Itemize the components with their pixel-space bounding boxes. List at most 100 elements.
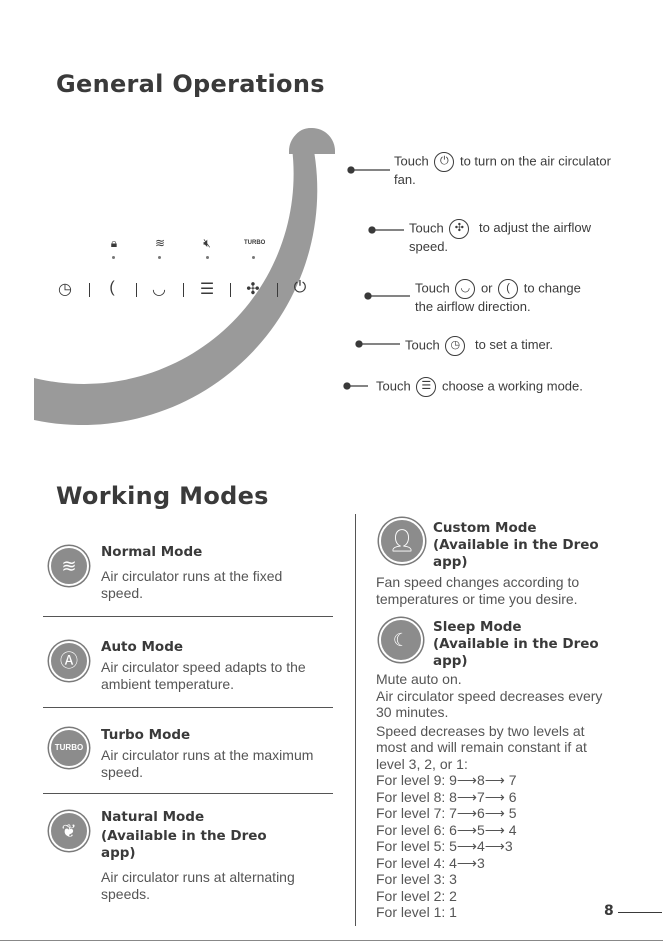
step-number-5: 5 <box>293 374 308 398</box>
callout-2-after: to adjust the airflow <box>478 220 591 236</box>
turbo-mode-text: Air circulator runs at the maximum speed… <box>101 747 313 781</box>
sleep-level-line: For level 7: 7⟶6⟶ 5 <box>376 805 517 821</box>
custom-mode-text: Fan speed changes according to temperatu… <box>376 574 579 607</box>
separator <box>89 283 90 297</box>
power-icon: ⏻ <box>434 152 455 172</box>
natural-mode-title-line: Natural Mode <box>101 809 205 825</box>
callout-lines <box>343 166 410 390</box>
callout-5-after: choose a working mode. <box>441 378 583 394</box>
custom-mode-text-line: Fan speed changes according to <box>376 574 580 590</box>
custom-mode-title: Custom Mode (Available in the Dreo app) <box>433 520 599 571</box>
power-button[interactable]: ⏻ <box>293 279 307 296</box>
custom-mode-title-line: (Available in the Dreo <box>433 537 599 553</box>
sleep-level-line: For level 1: 1 <box>376 904 457 920</box>
mode-divider <box>43 707 333 708</box>
page-number: 8 <box>604 903 614 919</box>
natural-mode-text-line: speeds. <box>101 886 151 902</box>
sleep-level-line: For level 9: 9⟶8⟶ 7 <box>376 772 517 788</box>
callout-4: Touch ◷ to set a timer. <box>405 336 553 356</box>
mode-divider <box>43 793 333 794</box>
callout-2: Touch ✣ to adjust the airflow speed. <box>409 219 591 255</box>
callout-5: Touch ☰ choose a working mode. <box>376 377 583 397</box>
normal-mode-title: Normal Mode <box>101 544 203 560</box>
callout-2-line2: speed. <box>409 239 449 254</box>
indicator-dot <box>252 256 255 259</box>
natural-mode-title-line: (Available in the Dreo <box>101 828 267 844</box>
callout-3-line2: the airflow direction. <box>415 299 531 314</box>
mode-divider <box>43 616 333 617</box>
auto-icon: Ⓐ <box>49 641 89 681</box>
auto-mode-text: Air circulator speed adapts to the ambie… <box>101 659 306 693</box>
footer-rule <box>0 940 663 941</box>
auto-mode-title: Auto Mode <box>101 639 184 655</box>
step-number-4: 4 <box>323 334 338 358</box>
callout-4-before: Touch <box>405 337 440 353</box>
sleep-text-line: 30 minutes. <box>376 704 449 720</box>
indicator-dot <box>206 256 209 259</box>
separator <box>136 283 137 297</box>
sleep-text-line: Air circulator speed decreases every <box>376 687 603 704</box>
oscillate-vertical-button[interactable]: ( <box>109 279 115 296</box>
lock-icon: 🔒︎ <box>110 236 118 250</box>
step-number-2: 2 <box>345 218 360 242</box>
section-title-general: General Operations <box>56 70 325 98</box>
sleep-mode-title-line: (Available in the Dreo <box>433 636 599 652</box>
oscillate-horizontal-icon: ◡ <box>455 279 476 299</box>
normal-mode-text-line: Air circulator runs at the fixed <box>101 568 283 584</box>
fan-speed-button[interactable]: ✣ <box>246 281 260 298</box>
sleep-text-line: level 3, 2, or 1: <box>376 755 468 772</box>
callout-1: Touch ⏻ to turn on the air circulator fa… <box>394 152 611 188</box>
separator <box>230 283 231 297</box>
step-number-3: 3 <box>341 284 356 308</box>
sleep-mode-title-line: app) <box>433 653 468 669</box>
sleep-level-line: For level 4: 4⟶3 <box>376 854 485 871</box>
turbo-icon: TURBO <box>49 728 89 768</box>
oscillate-horizontal-button[interactable]: ◡ <box>152 281 166 298</box>
natural-mode-text: Air circulator runs at alternating speed… <box>101 869 295 903</box>
auto-mode-text-line: ambient temperature. <box>101 676 235 692</box>
sleep-level-line: For level 3: 3 <box>376 871 457 887</box>
leaf-icon: ❦ <box>49 811 89 851</box>
user-icon: 👤︎ <box>379 518 425 564</box>
turbo-mode-title: Turbo Mode <box>101 727 191 743</box>
timer-button[interactable]: ◷ <box>58 281 72 298</box>
sleep-text-line: Speed decreases by two levels at <box>376 722 585 739</box>
turbo-mode-text-line: Air circulator runs at the maximum <box>101 747 314 763</box>
mode-icon: ☰ <box>416 377 437 397</box>
mode-button[interactable]: ☰ <box>199 281 215 298</box>
auto-mode-text-line: Air circulator speed adapts to the <box>101 659 306 675</box>
custom-mode-text-line: temperatures or time you desire. <box>376 590 578 607</box>
callout-3-before: Touch <box>415 280 450 296</box>
natural-mode-text-line: Air circulator runs at alternating <box>101 869 295 885</box>
normal-mode-text-line: speed. <box>101 585 144 601</box>
sleep-level-line: For level 8: 8⟶7⟶ 6 <box>376 788 517 805</box>
callout-2-before: Touch <box>409 220 444 236</box>
separator <box>183 283 184 297</box>
turbo-indicator: TURBO <box>244 240 266 246</box>
sleep-level-line: For level 6: 6⟶5⟶ 4 <box>376 821 517 838</box>
callout-4-after: to set a timer. <box>474 337 553 353</box>
callout-1-line2: fan. <box>394 172 416 187</box>
page-number-rule <box>618 912 662 913</box>
sleep-mode-title-line: Sleep Mode <box>433 619 522 635</box>
indicator-dot <box>112 256 115 259</box>
callout-3-after: to change <box>523 280 581 296</box>
timer-icon: ◷ <box>445 336 466 356</box>
custom-mode-title-line: Custom Mode <box>433 520 537 536</box>
sleep-level-line: For level 2: 2 <box>376 887 457 904</box>
column-divider <box>355 514 356 926</box>
callout-1-before: Touch <box>394 153 429 169</box>
mute-icon: 🔇︎ <box>203 236 211 250</box>
fan-icon: ✣ <box>449 219 470 239</box>
natural-mode-title-line: app) <box>101 845 136 861</box>
indicator-dot <box>158 256 161 259</box>
wifi-icon: ≋ <box>154 236 166 250</box>
sleep-text-line: Mute auto on. <box>376 671 462 687</box>
sleep-mode-text: Mute auto on. Air circulator speed decre… <box>376 671 602 921</box>
oscillate-vertical-icon: ( <box>498 279 519 299</box>
section-title-working: Working Modes <box>56 482 269 510</box>
callout-3: Touch ◡ or ( to change the airflow direc… <box>415 279 581 315</box>
normal-mode-text: Air circulator runs at the fixed speed. <box>101 568 282 602</box>
separator <box>277 283 278 297</box>
custom-mode-title-line: app) <box>433 554 468 570</box>
